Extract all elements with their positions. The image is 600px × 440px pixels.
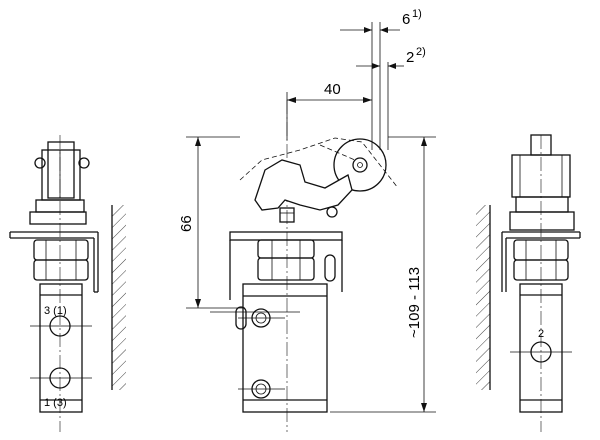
dimension-66: 66 <box>178 215 195 232</box>
dimension-2-footnote: 2) <box>416 46 426 58</box>
dimension-40: 40 <box>324 81 341 98</box>
port-label-right-center: 2 <box>538 328 544 340</box>
dimension-lines <box>186 22 436 413</box>
port-label-left-upper: 3 (1) <box>44 305 67 317</box>
left-side-view <box>9 135 126 432</box>
port-label-left-lower: 1 (3) <box>44 397 67 409</box>
center-front-view <box>210 100 399 432</box>
dimension-6: 6 <box>402 11 410 28</box>
right-side-view <box>476 134 581 432</box>
dimension-2: 2 <box>406 49 414 66</box>
dimension-overall-height: ~109 - 113 <box>406 267 423 338</box>
dimension-6-footnote: 1) <box>412 8 422 20</box>
